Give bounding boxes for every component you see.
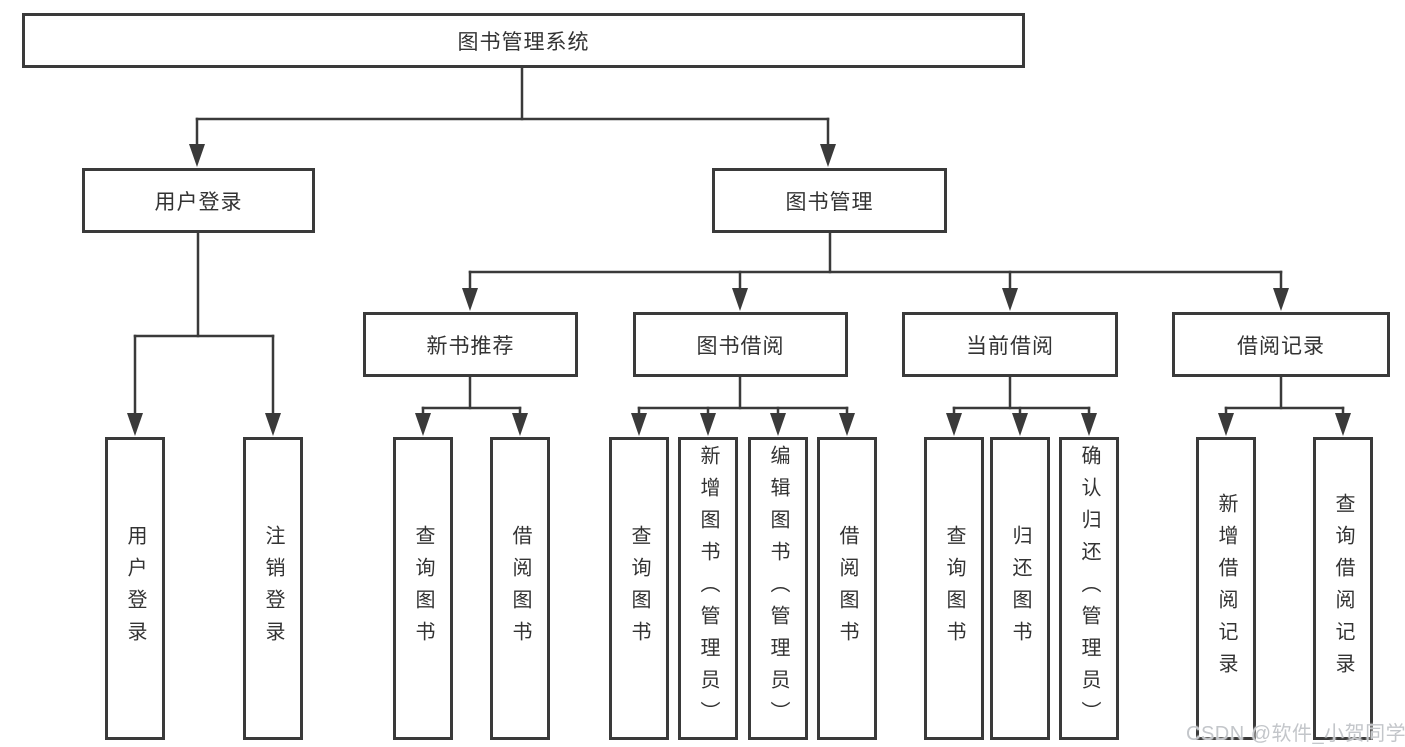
node-label: 借阅记录 xyxy=(1237,334,1325,358)
leaf-label: 注销登录 xyxy=(262,524,284,653)
node-current-borrowing: 当前借阅 xyxy=(902,312,1118,377)
node-book-management: 图书管理 xyxy=(712,168,947,233)
leaf-edit-book-admin: 编辑图书（管理员） xyxy=(748,437,808,740)
node-borrowing-records: 借阅记录 xyxy=(1172,312,1390,377)
leaf-add-borrow-record: 新增借阅记录 xyxy=(1196,437,1256,740)
node-label: 当前借阅 xyxy=(966,334,1054,358)
leaf-confirm-return-admin: 确认归还（管理员） xyxy=(1059,437,1119,740)
leaf-label: 归还图书 xyxy=(1009,524,1031,653)
leaf-label: 查询图书 xyxy=(628,524,650,653)
node-label: 图书管理 xyxy=(785,190,874,214)
leaf-user-login: 用户登录 xyxy=(105,437,165,740)
leaf-label: 查询借阅记录 xyxy=(1332,492,1354,685)
leaf-label: 查询图书 xyxy=(412,524,434,653)
csdn-watermark: CSDN @软件_小贺同学 xyxy=(1186,723,1405,745)
leaf-logout: 注销登录 xyxy=(243,437,303,740)
leaf-return-book: 归还图书 xyxy=(990,437,1050,740)
node-label: 新书推荐 xyxy=(426,334,515,358)
leaf-label: 查询图书 xyxy=(943,524,965,653)
leaf-label: 用户登录 xyxy=(124,524,146,653)
node-new-book-recommend: 新书推荐 xyxy=(363,312,578,377)
leaf-borrow-book: 借阅图书 xyxy=(490,437,550,740)
node-user-login: 用户登录 xyxy=(82,168,315,233)
leaf-label: 新增图书（管理员） xyxy=(697,444,719,733)
leaf-query-books: 查询图书 xyxy=(393,437,453,740)
node-label: 用户登录 xyxy=(154,190,243,214)
leaf-label: 编辑图书（管理员） xyxy=(767,444,789,733)
node-label: 图书管理系统 xyxy=(457,30,590,54)
leaf-query-books: 查询图书 xyxy=(924,437,984,740)
leaf-label: 确认归还（管理员） xyxy=(1078,444,1100,733)
leaf-query-books: 查询图书 xyxy=(609,437,669,740)
leaf-label: 借阅图书 xyxy=(509,524,531,653)
leaf-add-book-admin: 新增图书（管理员） xyxy=(678,437,738,740)
leaf-query-borrow-record: 查询借阅记录 xyxy=(1313,437,1373,740)
leaf-label: 新增借阅记录 xyxy=(1215,492,1237,685)
node-label: 图书借阅 xyxy=(696,334,785,358)
node-book-management-system: 图书管理系统 xyxy=(22,13,1025,68)
leaf-label: 借阅图书 xyxy=(836,524,858,653)
leaf-borrow-book: 借阅图书 xyxy=(817,437,877,740)
node-book-borrowing: 图书借阅 xyxy=(633,312,848,377)
